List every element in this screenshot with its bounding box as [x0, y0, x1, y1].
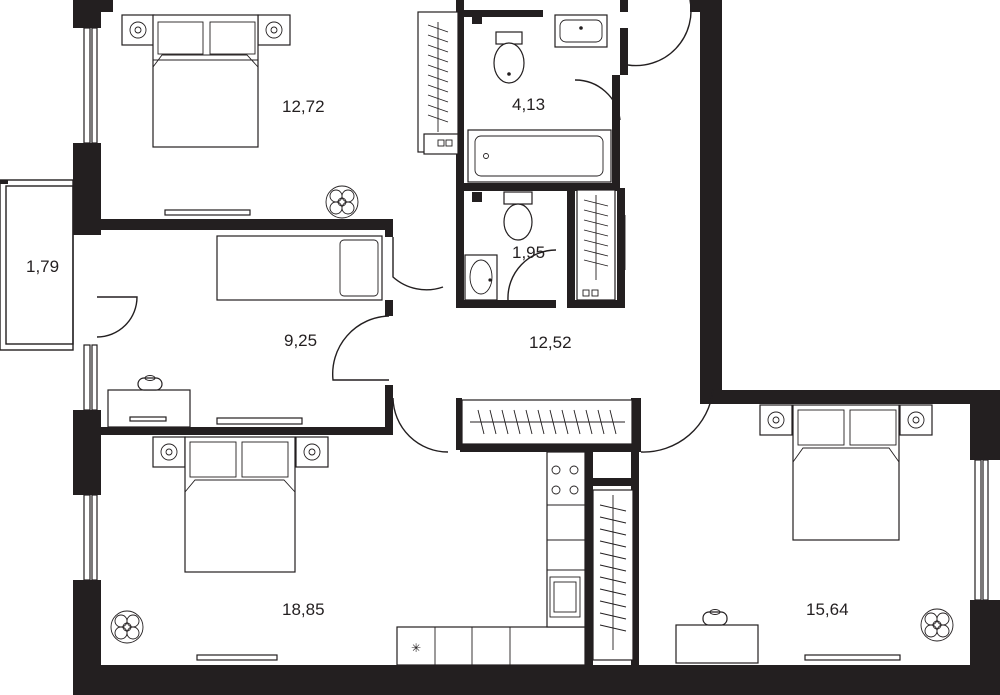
area-living-room: 18,85 [282, 600, 325, 619]
bathroom-fixtures [467, 14, 612, 183]
doors [331, 0, 714, 453]
interior-walls [101, 0, 641, 694]
area-wc: 1,95 [512, 243, 545, 262]
outer-walls [73, 0, 1000, 695]
area-balcony: 1,79 [26, 257, 59, 276]
bedroom-top-furniture [121, 11, 459, 219]
living-room-furniture: ✳ [110, 436, 634, 666]
balcony [0, 179, 138, 351]
area-middle-room: 9,25 [284, 331, 317, 350]
windows [83, 27, 989, 661]
hallway-wardrobe [461, 399, 633, 445]
area-bathroom: 4,13 [512, 95, 545, 114]
middle-room-furniture [107, 235, 383, 428]
area-bedroom-top: 12,72 [282, 97, 325, 116]
bedroom-right-furniture [675, 404, 954, 664]
wc-fixtures [464, 189, 626, 301]
area-hallway: 12,52 [529, 333, 572, 352]
area-bedroom-right: 15,64 [806, 600, 849, 619]
svg-text:✳: ✳ [411, 641, 421, 655]
area-labels: 12,72 4,13 1,79 1,95 9,25 12,52 18,85 15… [26, 95, 849, 619]
